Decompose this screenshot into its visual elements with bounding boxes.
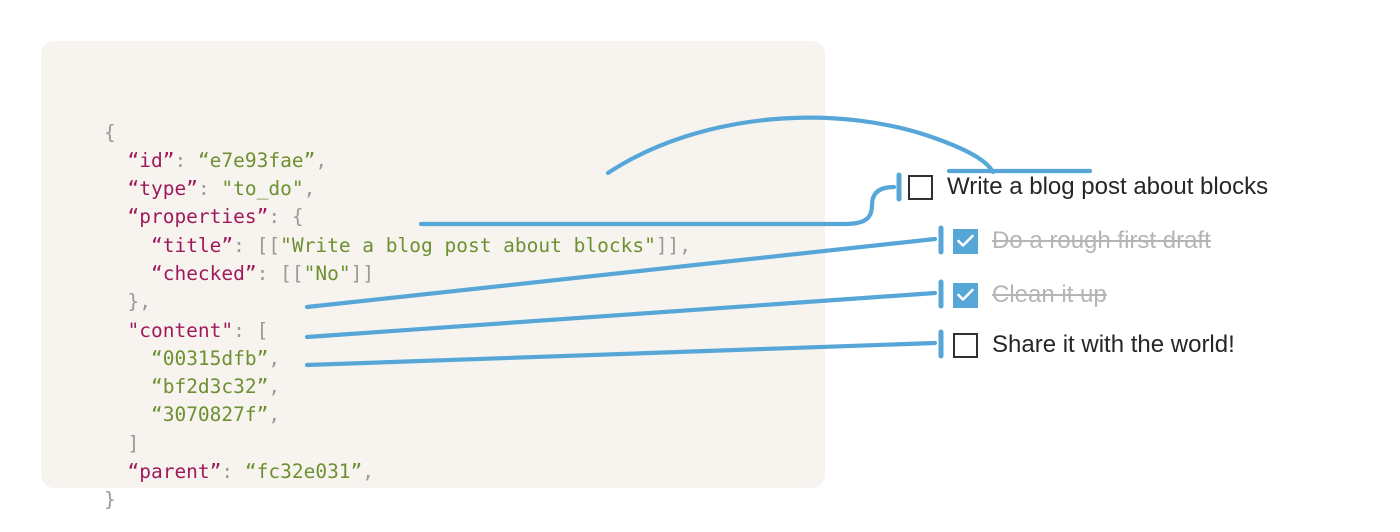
code-token: “3070827f” bbox=[150, 403, 269, 427]
code-token: : [ bbox=[233, 318, 269, 342]
todo-label: Write a blog post about blocks bbox=[947, 173, 1269, 200]
checkbox-unchecked-icon[interactable] bbox=[953, 332, 978, 358]
todo-row-4[interactable]: Share it with the world! bbox=[953, 330, 1235, 360]
code-token: “e7e93fae” bbox=[197, 148, 316, 172]
code-token: , bbox=[315, 148, 328, 172]
code-token: , bbox=[268, 375, 281, 399]
code-token: “parent” bbox=[127, 460, 222, 484]
code-token: , bbox=[362, 460, 375, 484]
todo-row-3[interactable]: Clean it up bbox=[953, 280, 1107, 310]
todo-label: Do a rough first draft bbox=[992, 227, 1211, 254]
checkbox-checked-icon[interactable] bbox=[953, 282, 978, 308]
checkbox-checked-icon[interactable] bbox=[953, 228, 978, 254]
code-token: “checked” bbox=[150, 261, 257, 285]
code-token: “type” bbox=[127, 177, 198, 201]
todo-row-2[interactable]: Do a rough first draft bbox=[953, 226, 1211, 256]
code-token: : [[ bbox=[256, 261, 304, 285]
code-token: , bbox=[268, 403, 281, 427]
code-token: “bf2d3c32” bbox=[150, 375, 269, 399]
code-token: “00315dfb” bbox=[150, 346, 269, 370]
todo-label: Clean it up bbox=[992, 281, 1107, 308]
code-token: “id” bbox=[127, 148, 175, 172]
code-token: “properties” bbox=[127, 205, 269, 229]
code-token: : bbox=[221, 460, 245, 484]
todo-label: Share it with the world! bbox=[992, 331, 1235, 358]
code-token: : [[ bbox=[233, 233, 281, 257]
code-token: , bbox=[303, 177, 316, 201]
checkbox-unchecked-icon[interactable] bbox=[908, 174, 933, 200]
code-token: “title” bbox=[150, 233, 234, 257]
code-token: ] bbox=[104, 431, 140, 455]
code-token: : bbox=[197, 177, 222, 201]
code-token: : bbox=[174, 148, 198, 172]
todo-row-1[interactable]: Write a blog post about blocks bbox=[908, 172, 1268, 202]
code-token: "content" bbox=[127, 318, 234, 342]
code-token: } bbox=[104, 488, 116, 512]
code-token: “fc32e031” bbox=[244, 460, 363, 484]
code-token: : { bbox=[268, 205, 304, 229]
code-token: , bbox=[268, 346, 281, 370]
code-token: "to_do" bbox=[221, 177, 304, 201]
code-token: { bbox=[104, 120, 116, 144]
code-token: }, bbox=[104, 290, 151, 314]
